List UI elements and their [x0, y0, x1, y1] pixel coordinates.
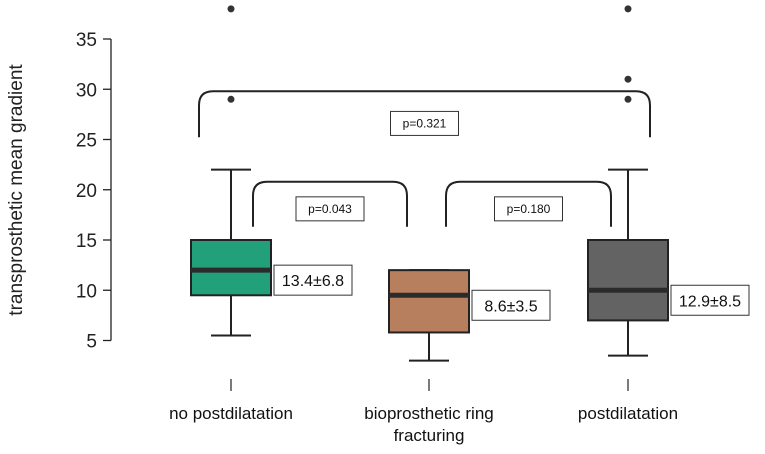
- stat-box: [273, 264, 353, 296]
- y-tick-label: 15: [76, 231, 97, 252]
- category-label: bioprosthetic ring: [364, 404, 493, 423]
- comparison-bracket: [445, 180, 612, 227]
- y-tick-label: 35: [76, 30, 97, 51]
- p-value-box: [494, 196, 563, 222]
- box-group: [388, 269, 470, 362]
- stat-box: [471, 289, 551, 321]
- stat-label: 12.9±8.5: [679, 293, 741, 310]
- category-label: no postdilatation: [169, 404, 293, 423]
- y-tick-label: 10: [76, 281, 97, 302]
- outlier-point: [624, 5, 632, 13]
- box-group: [587, 5, 669, 357]
- comparison-bracket: [252, 180, 408, 227]
- comparison-bracket: [198, 90, 651, 138]
- box: [190, 239, 272, 297]
- p-value-box: [390, 110, 459, 136]
- comparison-brackets: p=0.321 p=0.043 p=0.180: [198, 90, 651, 227]
- outlier-point: [624, 75, 632, 83]
- category-label: fracturing: [394, 426, 465, 445]
- stat-label: 8.6±3.5: [484, 298, 537, 315]
- x-axis: no postdilatation bioprosthetic ring fract…: [169, 379, 678, 445]
- y-tick-label: 25: [76, 131, 97, 152]
- y-tick-label: 5: [86, 332, 97, 353]
- outlier-point: [227, 5, 235, 13]
- box: [587, 239, 669, 322]
- boxes: [190, 5, 669, 362]
- outlier-point: [624, 95, 632, 103]
- p-value-box: [295, 196, 365, 222]
- stat-label: 13.4±6.8: [282, 273, 344, 290]
- outlier-point: [227, 95, 235, 103]
- box: [388, 269, 470, 334]
- category-label: postdilatation: [578, 404, 678, 423]
- stat-box: [670, 284, 750, 316]
- y-tick-label: 30: [76, 80, 97, 101]
- y-tick-label: 20: [76, 181, 97, 202]
- box-group: [190, 5, 272, 337]
- y-axis-label: transprosthetic mean gradient: [6, 64, 27, 316]
- p-value-label: p=0.321: [403, 116, 447, 130]
- stat-labels: 13.4±6.8 8.6±3.5 12.9±8.5: [273, 264, 750, 321]
- p-value-label: p=0.043: [308, 202, 352, 216]
- p-value-label: p=0.180: [507, 202, 551, 216]
- y-axis: 5 10 15 20 25 30 35: [76, 30, 112, 353]
